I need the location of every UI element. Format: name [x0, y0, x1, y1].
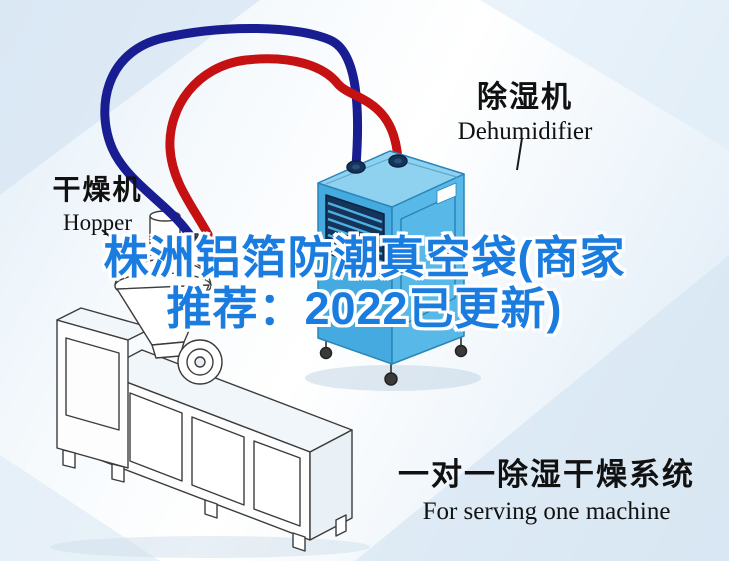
dehumidifier-label-en: Dehumidifier — [457, 118, 593, 145]
machine-body — [99, 349, 353, 552]
hopper-machine-illustration — [50, 210, 370, 558]
overlay-title: 株洲铝箔防潮真空袋(商家 推荐：2022已更新) — [0, 232, 729, 334]
machine-cabinet — [56, 307, 153, 483]
red-hose — [165, 54, 403, 251]
door-panel — [400, 182, 457, 327]
hopper-label-en: Hopper — [63, 210, 132, 235]
overlay-title-line2: 推荐：2022已更新) — [166, 283, 563, 334]
hose-fittings — [185, 236, 222, 254]
overlay-title-line1: 株洲铝箔防潮真空袋(商家 — [103, 232, 626, 283]
brand-sticker — [436, 182, 457, 205]
barrel-flange — [177, 339, 223, 385]
dehumidifier-top-face — [317, 150, 465, 208]
blue-hose — [100, 24, 363, 245]
system-label-en: For serving one machine — [422, 498, 671, 525]
pointer-line-hopper — [101, 229, 142, 263]
system-label-cn: 一对一除湿干燥系统 — [398, 457, 695, 492]
vent-grille — [325, 194, 385, 273]
pointer-line-dehumidifier — [516, 137, 523, 171]
hose-ports — [346, 154, 408, 174]
dehumidifier-illustration — [305, 150, 481, 391]
dehumidifier-label-cn: 除湿机 — [477, 81, 573, 114]
hopper-label-cn: 干燥机 — [52, 174, 143, 205]
dehumidifier-label: 除湿机 Dehumidifier — [440, 72, 610, 146]
label-pointer-lines — [101, 137, 523, 263]
hopper-label: 干燥机 Hopper — [40, 168, 155, 236]
caster-wheels — [319, 336, 468, 386]
system-label: 一对一除湿干燥系统 For serving one machine — [398, 449, 695, 526]
machine-shadow — [50, 536, 370, 558]
